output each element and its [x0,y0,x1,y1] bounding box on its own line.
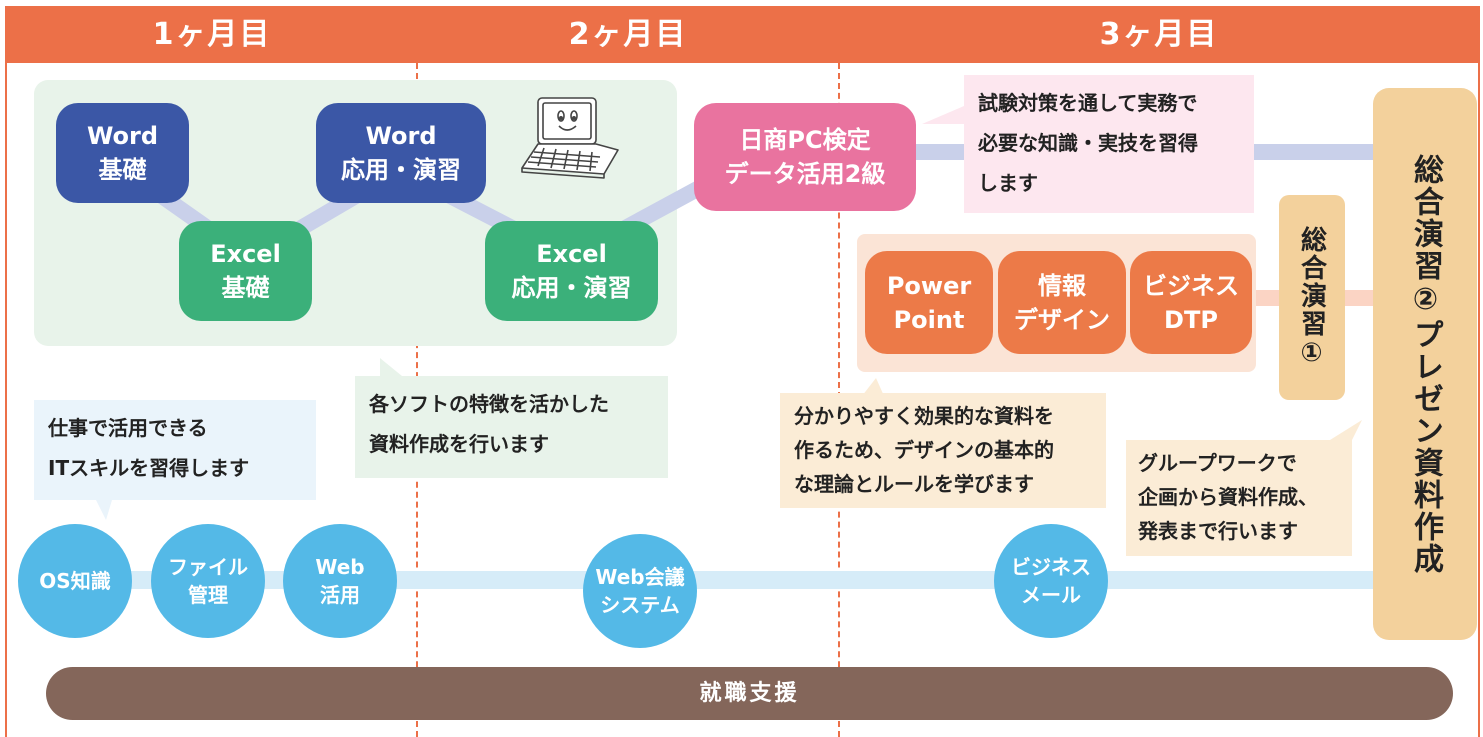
laptop-smile-icon [521,97,619,179]
box-line: 日商PC検定 [739,126,871,154]
callout-line: 試験対策を通して実務で [978,91,1198,115]
circle-line: ビジネス [1011,555,1091,579]
month-1-label: 1ヶ月目 [152,17,272,52]
callout-line: 必要な知識・実技を習得 [978,131,1198,155]
powerpoint-box: Power Point [865,251,993,354]
pc-exam-box: 日商PC検定 データ活用2級 [694,103,916,211]
callout-tail [380,358,402,376]
box-line: Word [86,122,159,150]
comprehensive-exercise-2: 総合演習②プレゼン資料作成 [1373,88,1477,640]
box-line: 応用・演習 [341,156,461,184]
box-line: DTP [1164,305,1218,334]
box-line: 情報 [1038,271,1086,300]
callout-line: 仕事で活用できる [48,416,208,440]
box-line: Power [886,271,972,300]
business-mail-circle: ビジネス メール [994,524,1108,638]
callout-line: 資料作成を行います [369,432,549,456]
exam-callout: 試験対策を通して実務で 必要な知識・実技を習得 します [964,75,1254,213]
design-callout: 分かりやすく効果的な資料を 作るため、デザインの基本的 な理論とルールを学びます [780,393,1106,508]
web-usage-circle: Web 活用 [283,524,397,638]
circle-line: 活用 [320,583,360,607]
callout-tail [922,106,964,124]
circle-line: メール [1021,583,1081,607]
callout-line: グループワークで [1138,451,1297,475]
circle-line: ファイル [168,555,248,579]
job-support-bar: 就職支援 [46,667,1453,720]
callout-line: ITスキルを習得します [48,456,250,480]
box-line: 応用・演習 [511,274,632,302]
info-design-box: 情報 デザイン [998,251,1126,354]
software-callout: 各ソフトの特徴を活かした 資料作成を行います [355,376,668,478]
callout-line: 各ソフトの特徴を活かした [369,392,609,416]
callout-line: します [978,171,1038,195]
circle-line: Web [315,555,365,579]
box-line: Excel [210,240,281,268]
box-line: Point [893,305,965,334]
callout-line: 発表まで行います [1138,519,1298,543]
business-dtp-box: ビジネス DTP [1130,251,1252,354]
callout-line: 企画から資料作成、 [1138,485,1318,509]
box-line: 基礎 [221,274,270,302]
month-3-label: 3ヶ月目 [1099,17,1219,52]
callout-tail [1330,420,1362,440]
excel-applied-box: Excel 応用・演習 [485,221,658,321]
box-line: Word [365,122,437,150]
web-meeting-circle: Web会議 システム [583,534,697,648]
word-basic-box: Word 基礎 [56,103,189,203]
file-management-circle: ファイル 管理 [151,524,265,638]
comprehensive-exercise-1: 総合演習① [1279,195,1345,400]
month-2-label: 2ヶ月目 [568,17,688,52]
circle-line: 管理 [188,583,228,607]
group-work-callout: グループワークで 企画から資料作成、 発表まで行います [1126,440,1352,556]
circle-line: システム [600,593,680,617]
exercise-1-label: 総合演習① [1296,225,1327,370]
excel-basic-box: Excel 基礎 [179,221,312,321]
callout-line: 分かりやすく効果的な資料を [794,404,1054,428]
header-bar [6,7,1479,63]
callout-line: 作るため、デザインの基本的 [794,438,1054,462]
box-line: ビジネス [1143,271,1239,300]
circle-line: Web会議 [595,565,685,589]
callout-tail [96,500,112,520]
box-line: デザイン [1014,305,1110,334]
callout-line: な理論とルールを学びます [794,472,1034,496]
os-knowledge-circle: OS知識 [18,524,132,638]
box-line: 基礎 [98,156,147,184]
word-applied-box: Word 応用・演習 [316,103,486,203]
callout-tail [862,378,884,396]
box-line: データ活用2級 [724,160,886,188]
circle-line: OS知識 [39,569,111,593]
it-skills-callout: 仕事で活用できる ITスキルを習得します [34,400,316,500]
box-line: Excel [536,240,607,268]
exercise-2-label: 総合演習②プレゼン資料作成 [1408,153,1443,575]
